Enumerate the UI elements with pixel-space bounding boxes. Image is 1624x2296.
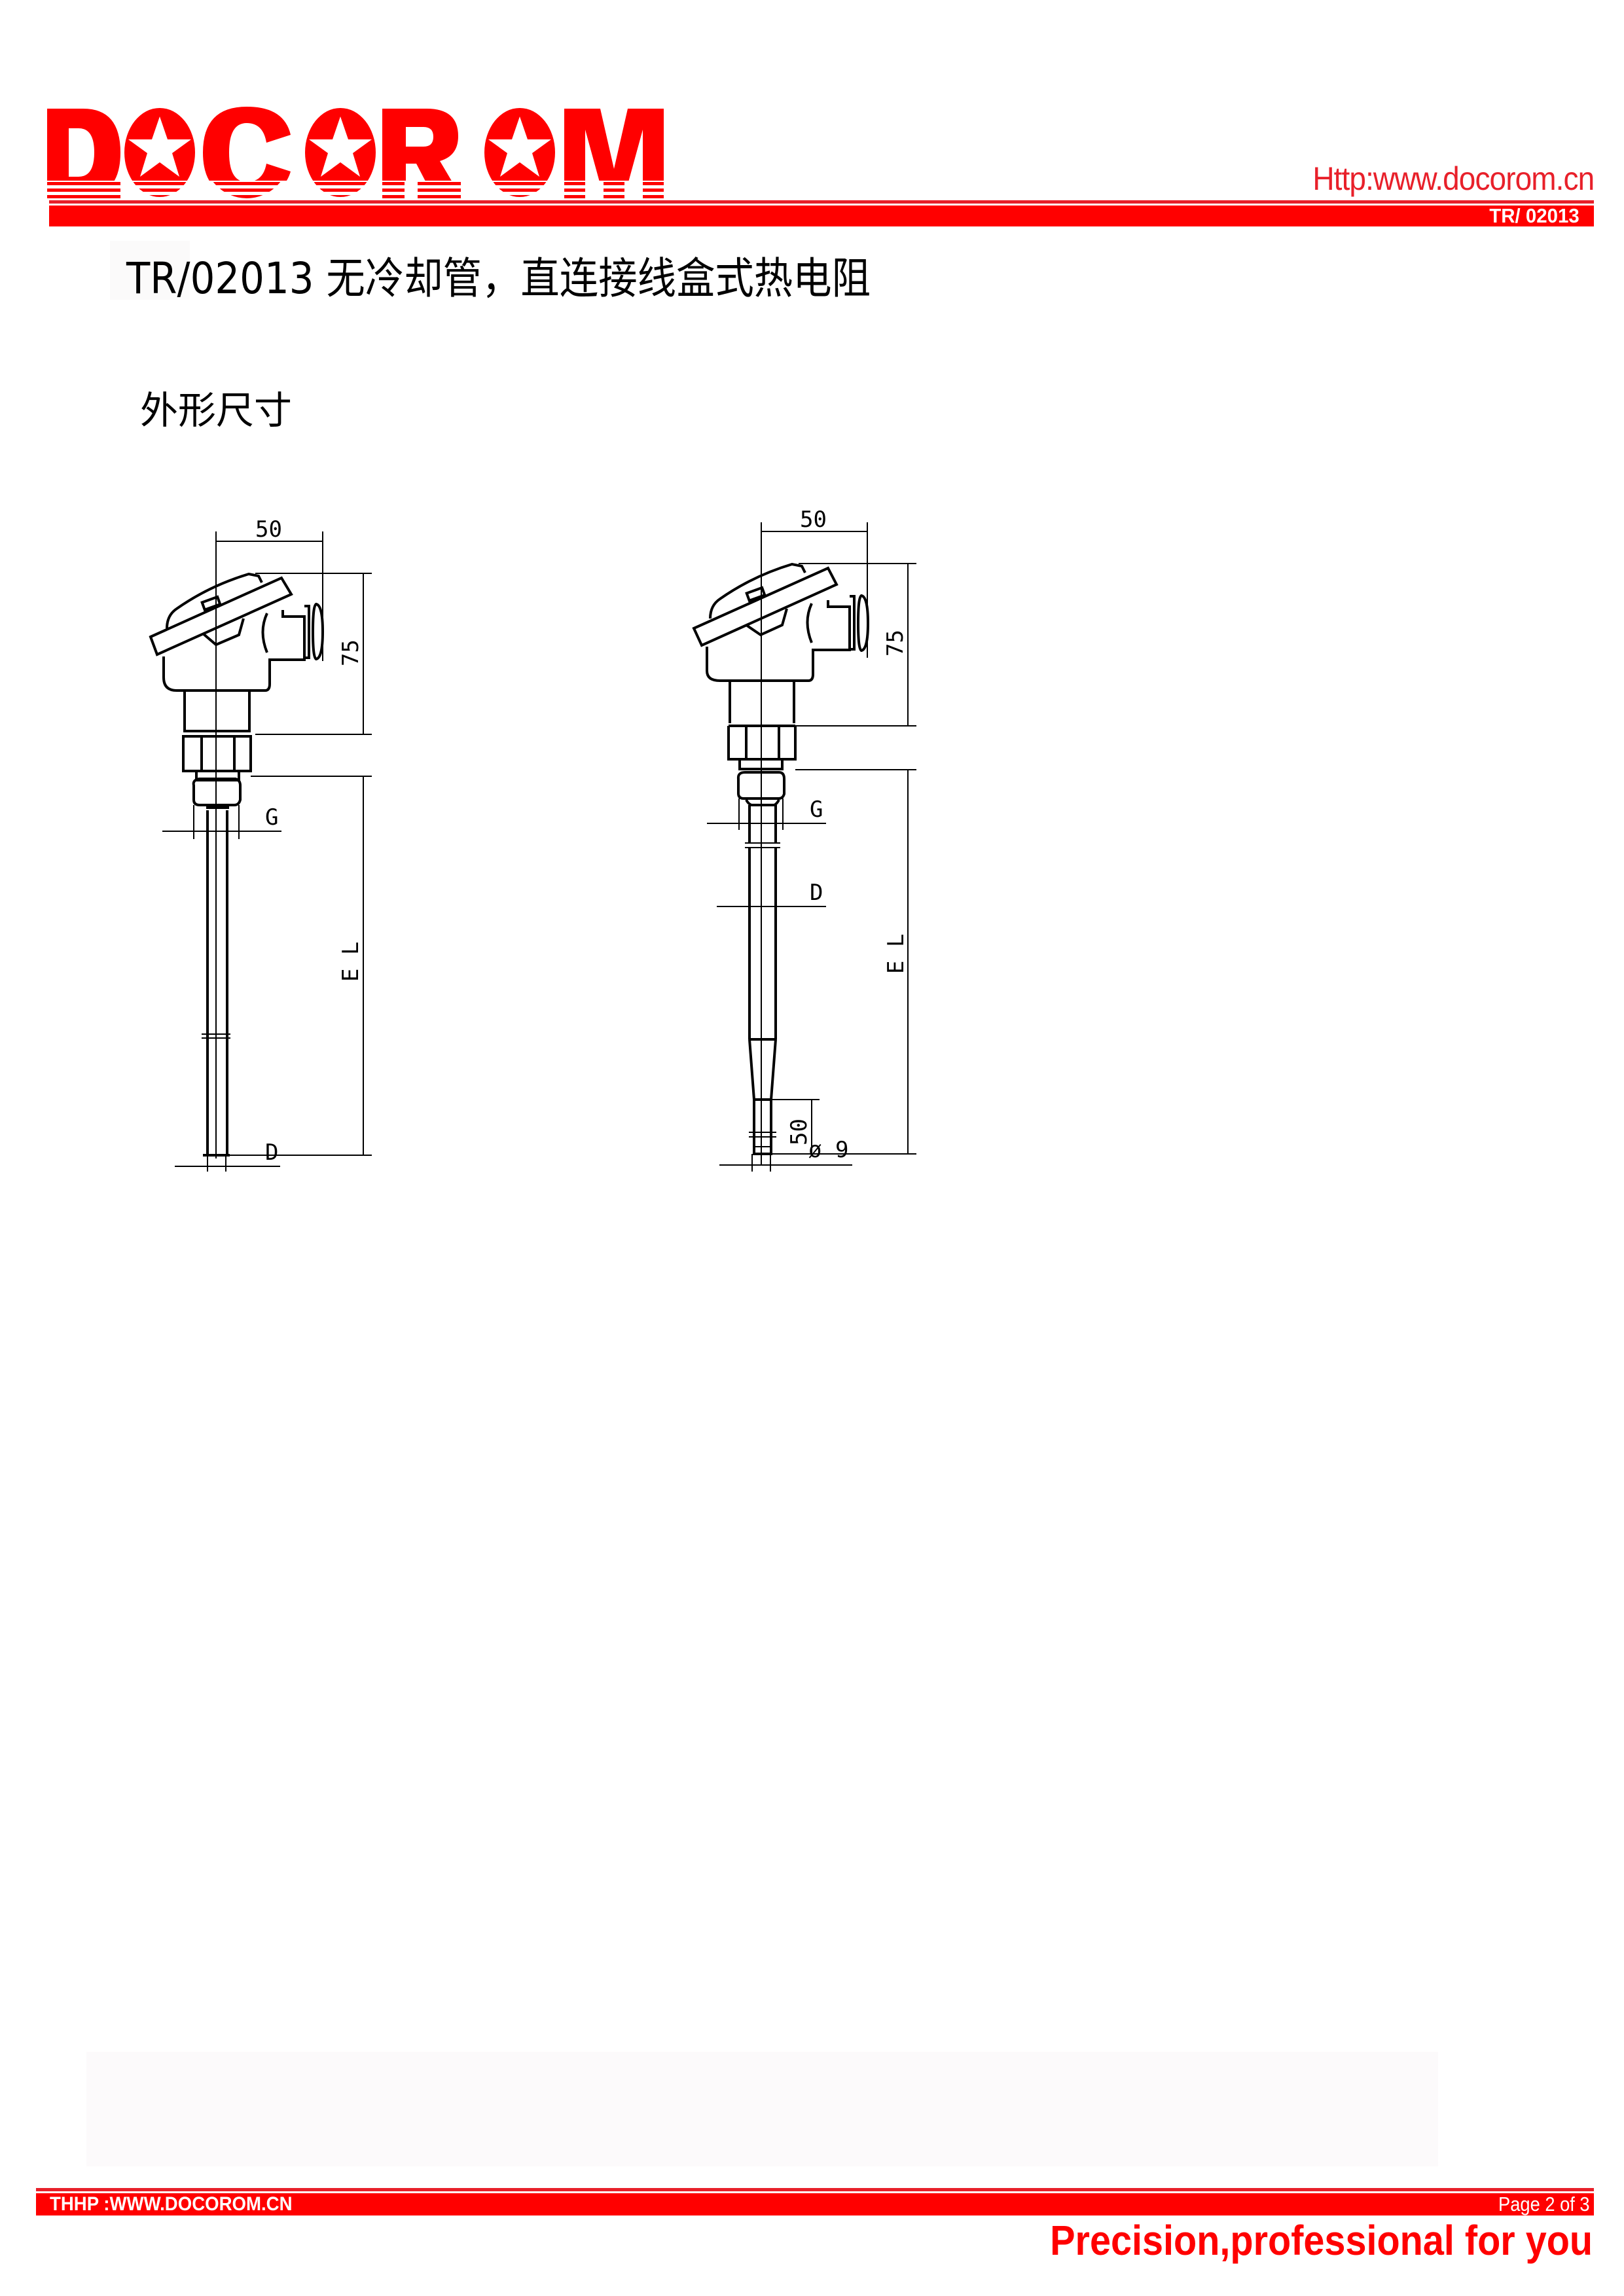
footer-website[interactable]: THHP :WWW.DOCOROM.CN bbox=[50, 2193, 293, 2215]
straight-probe-svg: 50 75 bbox=[149, 516, 372, 1172]
dim-diameter: D bbox=[265, 1139, 278, 1166]
header-rule-thin bbox=[49, 200, 1594, 204]
slogan: Precision,professional for you bbox=[1050, 2217, 1593, 2264]
dim-diameter: D bbox=[810, 880, 823, 906]
dim-head-width: 50 bbox=[255, 516, 282, 543]
website-url[interactable]: Http:www.docorom.cn bbox=[1312, 160, 1595, 197]
dim-head-height: 75 bbox=[338, 639, 364, 666]
logo-graphic bbox=[47, 107, 664, 202]
drawing-straight-probe: 50 75 bbox=[131, 497, 406, 1172]
footer-bar bbox=[36, 2193, 1594, 2215]
dim-insertion-length: E L bbox=[338, 942, 364, 982]
dim-insertion-length: E L bbox=[883, 934, 909, 974]
document-code: TR/ 02013 bbox=[1489, 204, 1579, 227]
page-title: TR/02013 无冷却管，直连接线盒式热电阻 bbox=[126, 253, 871, 304]
dim-thread: G bbox=[810, 797, 823, 823]
footer-rule-thin bbox=[36, 2188, 1594, 2191]
dim-tip-length: 50 bbox=[786, 1119, 812, 1145]
dim-head-width: 50 bbox=[800, 507, 827, 533]
dim-head-height: 75 bbox=[882, 630, 909, 656]
drawing-tapered-probe: 50 75 bbox=[674, 497, 949, 1175]
title-highlight bbox=[110, 241, 190, 300]
dim-thread: G bbox=[265, 804, 278, 831]
header-bar bbox=[49, 206, 1594, 226]
page-number: Page 2 of 3 bbox=[1498, 2193, 1590, 2215]
section-title: 外形尺寸 bbox=[140, 388, 293, 433]
dim-tip-diameter: ø 9 bbox=[808, 1137, 848, 1163]
tapered-probe-svg: 50 75 bbox=[692, 507, 916, 1172]
docorom-logo bbox=[47, 103, 669, 202]
footer-panel bbox=[86, 2052, 1438, 2166]
